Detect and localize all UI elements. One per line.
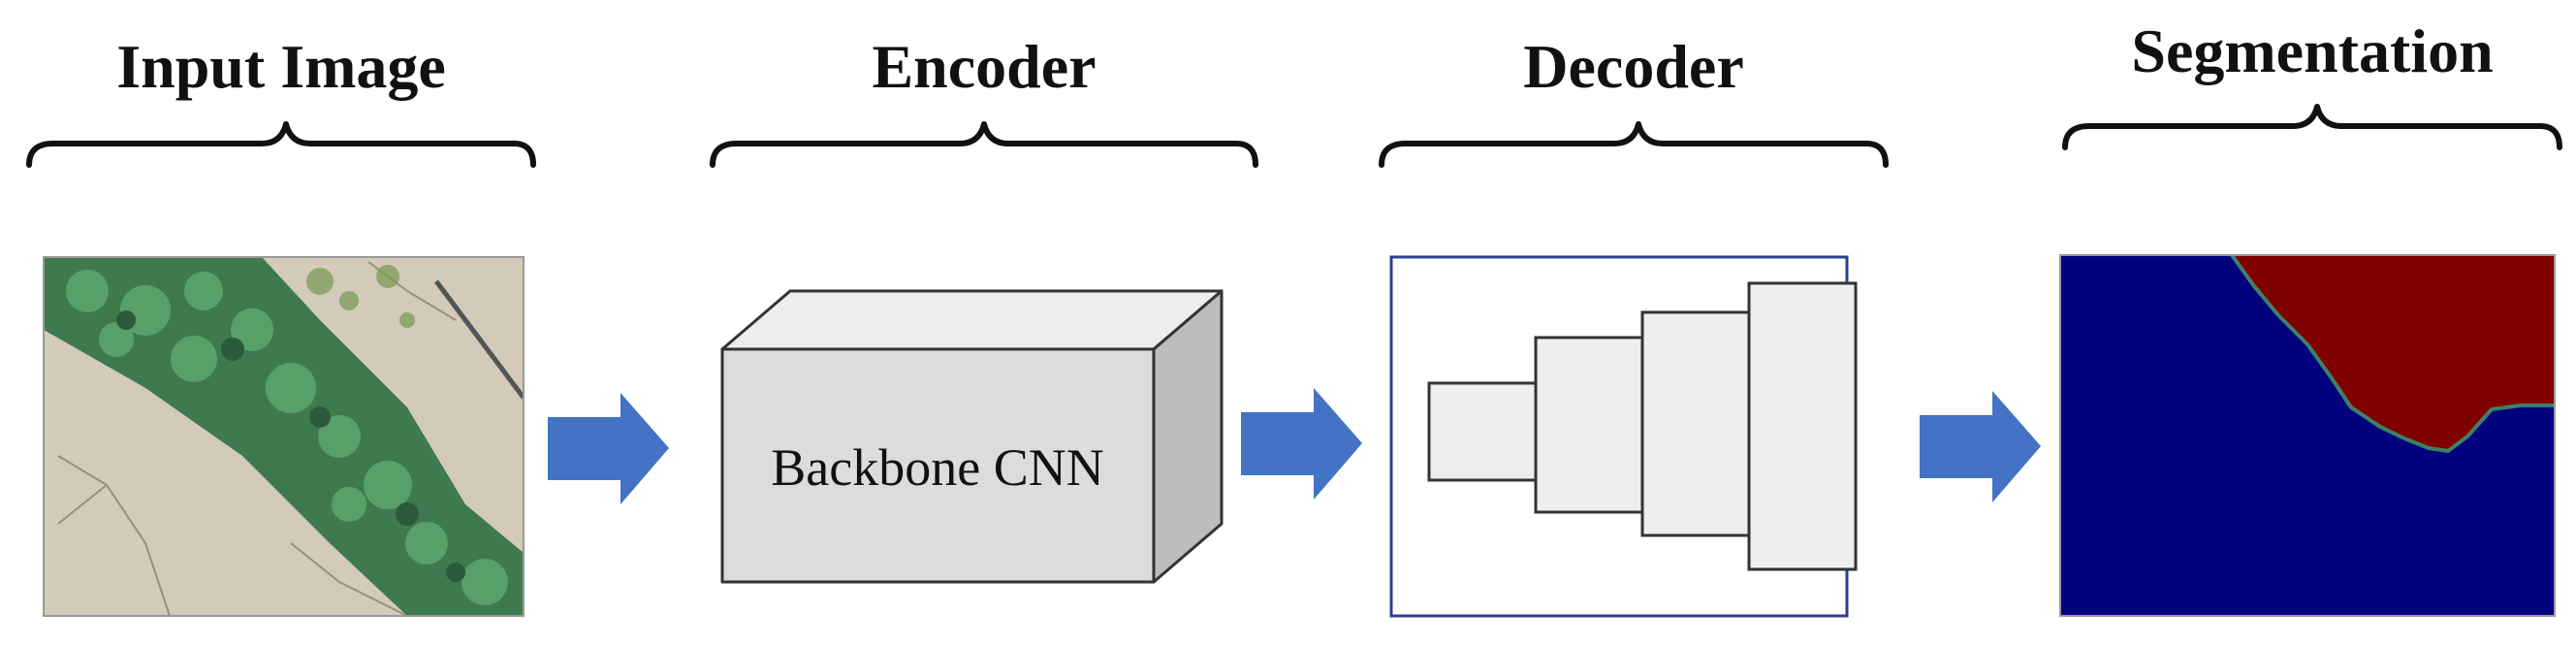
decoder-block xyxy=(1534,336,1644,514)
decoder-title: Decoder xyxy=(1523,32,1744,101)
decoder-block xyxy=(1640,310,1751,537)
backbone-cnn-label: Backbone CNN xyxy=(771,438,1103,497)
encoder-title: Encoder xyxy=(872,32,1097,101)
input-image xyxy=(43,256,525,617)
brace-icon xyxy=(2062,104,2562,150)
decoder-box xyxy=(1389,255,1858,618)
segmentation-title: Segmentation xyxy=(2131,16,2494,85)
segmentation-map xyxy=(2059,254,2556,617)
encoder-box xyxy=(720,289,1224,584)
right-arrow-icon xyxy=(548,393,669,504)
right-arrow-icon xyxy=(1241,388,1362,500)
decoder-block xyxy=(1747,281,1858,571)
input-image-title: Input Image xyxy=(116,32,446,101)
brace-icon xyxy=(26,121,536,168)
brace-icon xyxy=(1379,121,1889,168)
decoder-block xyxy=(1427,381,1538,482)
brace-icon xyxy=(710,121,1258,168)
right-arrow-icon xyxy=(1920,391,2041,502)
